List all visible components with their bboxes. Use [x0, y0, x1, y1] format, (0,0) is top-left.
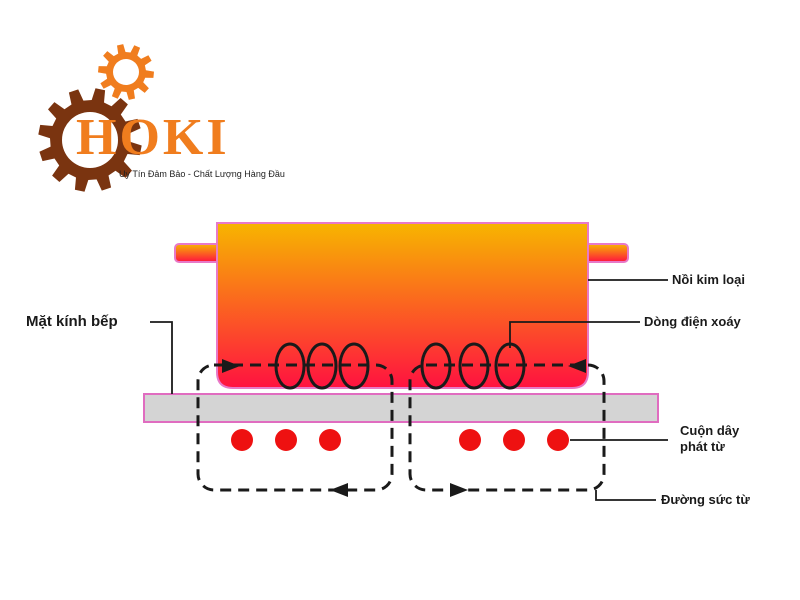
- coil-dot: [503, 429, 525, 451]
- arrow-left-icon: [568, 359, 586, 373]
- eddy-loop: [306, 342, 338, 390]
- label-coil-line2: phát từ: [680, 439, 725, 455]
- gear-hole: [62, 112, 118, 168]
- arrow-left-icon: [330, 483, 348, 497]
- coil-dot: [459, 429, 481, 451]
- cooktop-glass: [143, 393, 659, 423]
- large-gear-icon: [38, 88, 142, 192]
- brand-tagline: Uy Tín Đảm Bảo - Chất Lượng Hàng Đầu: [119, 169, 285, 179]
- coil-dot: [275, 429, 297, 451]
- metal-pot: [174, 222, 629, 389]
- pot-body: [216, 222, 589, 389]
- induction-coil: [231, 429, 569, 451]
- label-pot: Nồi kim loại: [672, 272, 745, 287]
- arrow-right-icon: [450, 483, 468, 497]
- eddy-loop: [420, 342, 452, 390]
- leader-field: [595, 490, 656, 501]
- field-arrows: [222, 359, 586, 497]
- label-coil: Cuộn dây phát từ: [680, 423, 739, 456]
- eddy-loop: [338, 342, 370, 390]
- gear-hole: [113, 59, 139, 85]
- label-eddy-current: Dòng điện xoáy: [644, 314, 741, 329]
- arrow-right-icon: [222, 359, 240, 373]
- label-coil-line1: Cuộn dây: [680, 423, 740, 438]
- small-gear-icon: [98, 44, 154, 100]
- eddy-loop: [458, 342, 490, 390]
- field-loop-right: [408, 363, 606, 492]
- brand-name: HOKI: [76, 109, 230, 166]
- leader-glass: [150, 321, 173, 394]
- label-glass: Mặt kính bếp: [26, 313, 118, 330]
- eddy-loop: [274, 342, 306, 390]
- coil-dot: [319, 429, 341, 451]
- leader-eddy: [509, 321, 640, 348]
- field-loop-left: [196, 363, 394, 492]
- magnetic-field-lines: [196, 363, 606, 492]
- coil-dot: [547, 429, 569, 451]
- coil-dot: [231, 429, 253, 451]
- leader-lines: [150, 279, 668, 501]
- label-field-lines: Đường sức từ: [661, 492, 750, 507]
